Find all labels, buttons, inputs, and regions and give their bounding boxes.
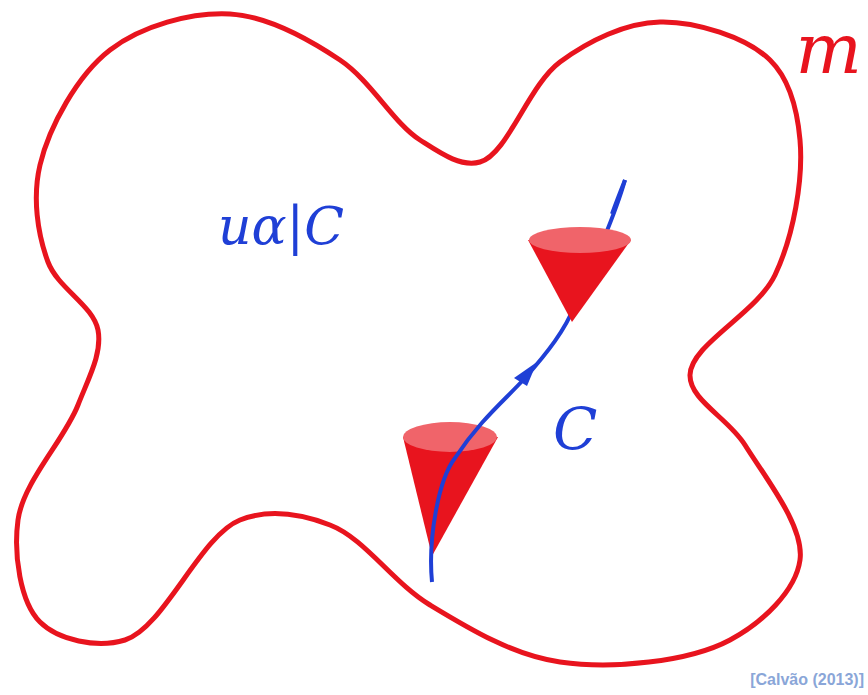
curve-symbol: C: [553, 400, 597, 458]
light-cone: [528, 227, 631, 322]
citation: [Calvão (2013)]: [750, 672, 864, 688]
velocity-field-label: uα|C: [218, 200, 344, 252]
worldline-curve: [612, 180, 625, 214]
light-cone: [403, 422, 498, 556]
direction-arrow: [514, 362, 537, 386]
manifold-symbol: m: [796, 14, 862, 84]
manifold-outline: [17, 14, 801, 665]
